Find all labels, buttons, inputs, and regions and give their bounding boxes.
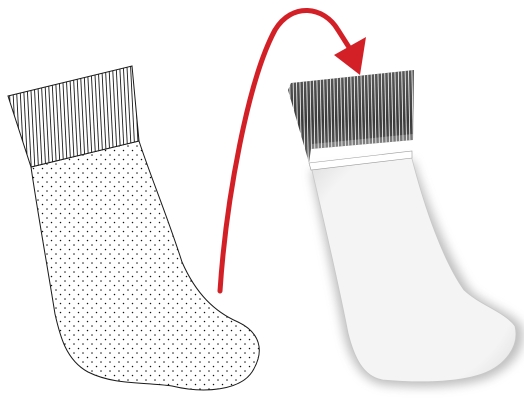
right-cuff-stripe <box>289 65 291 168</box>
left-cuff-stripe <box>8 55 14 175</box>
right-cuff-stripe <box>286 65 288 168</box>
right-cuff-stripe <box>293 65 295 168</box>
left-sock-body <box>31 141 259 390</box>
right-sock-body <box>311 155 516 382</box>
right-cuff-stripe <box>415 65 417 168</box>
left-sock <box>4 55 259 390</box>
left-cuff-stripe <box>144 55 150 175</box>
arrow-head <box>334 37 366 75</box>
right-sock <box>286 65 523 387</box>
left-cuff-stripe <box>4 55 10 175</box>
